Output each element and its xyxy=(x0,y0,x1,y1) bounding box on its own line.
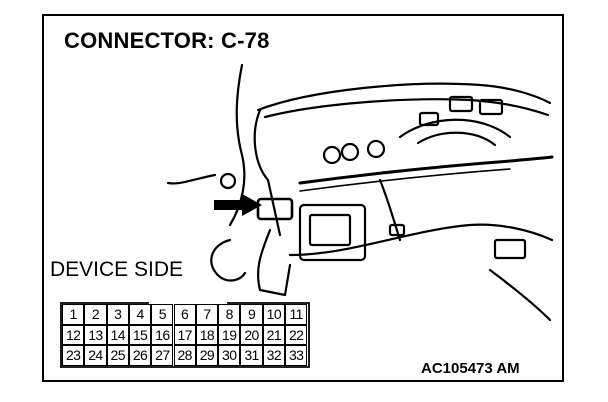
dash-lower-sweep xyxy=(288,223,554,257)
cluster-arc-2 xyxy=(416,131,497,147)
connector-pin: 17 xyxy=(173,324,196,345)
connector-pin: 3 xyxy=(106,304,129,325)
connector-pin: 18 xyxy=(195,324,219,345)
target-connector xyxy=(256,197,294,221)
dash-inner-contour xyxy=(263,98,550,119)
connector-pin: 26 xyxy=(128,345,152,366)
small-plug xyxy=(388,223,406,237)
harness-main xyxy=(298,155,554,185)
dash-left-edge xyxy=(253,108,282,237)
connector-pin: 30 xyxy=(218,345,241,366)
connector-pin: 28 xyxy=(173,345,196,366)
junction-block xyxy=(298,203,367,262)
switch-3 xyxy=(418,111,440,127)
connector-pin: 11 xyxy=(285,304,308,325)
switch-2 xyxy=(478,98,504,116)
connector-pin: 32 xyxy=(262,345,285,366)
knob-1 xyxy=(322,145,342,165)
junction-block-inner xyxy=(308,213,352,247)
locator-arrow-icon xyxy=(214,194,262,216)
connector-pin: 33 xyxy=(285,345,308,366)
connector-pin: 1 xyxy=(62,304,85,325)
connector-housing xyxy=(60,302,310,368)
connector-pin: 2 xyxy=(84,304,107,325)
figure-code: AC105473 AM xyxy=(421,360,520,377)
connector-pin: 20 xyxy=(240,324,263,345)
dash-top-contour xyxy=(256,82,552,112)
junction-lower xyxy=(256,228,292,297)
connector-pin: 14 xyxy=(106,324,129,345)
connector-pin: 5 xyxy=(151,304,174,325)
connector-pin: 21 xyxy=(262,324,285,345)
connector-pin: 22 xyxy=(285,324,308,345)
knob-3 xyxy=(366,139,386,159)
connector-pin: 15 xyxy=(128,324,152,345)
switch-1 xyxy=(448,95,474,113)
connector-pin: 12 xyxy=(62,324,85,345)
right-connector xyxy=(493,238,527,260)
device-side-label: DEVICE SIDE xyxy=(50,258,184,281)
dash-bottom-line xyxy=(488,268,552,322)
connector-title: CONNECTOR: C-78 xyxy=(64,28,270,53)
connector-pin: 8 xyxy=(218,304,241,325)
connector-pin: 29 xyxy=(195,345,219,366)
connector-pin: 9 xyxy=(240,304,263,325)
dashboard-illustration xyxy=(166,63,554,322)
connector-pin: 16 xyxy=(151,324,174,345)
connector-pin: 27 xyxy=(151,345,174,366)
left-grommet xyxy=(219,172,237,190)
connector-pin: 25 xyxy=(106,345,129,366)
connector-pin: 13 xyxy=(84,324,107,345)
connector-pin: 10 xyxy=(262,304,285,325)
connector-pin: 19 xyxy=(218,324,241,345)
cluster-arc-1 xyxy=(398,118,512,139)
bracket-left xyxy=(210,238,247,282)
knob-2 xyxy=(340,142,360,162)
connector-pin: 31 xyxy=(240,345,263,366)
connector-pin: 6 xyxy=(173,304,196,325)
left-cable-2 xyxy=(166,173,217,185)
connector-pin: 24 xyxy=(84,345,107,366)
connector-pin: 7 xyxy=(195,304,219,325)
harness-lower xyxy=(299,168,511,192)
connector-pin: 23 xyxy=(62,345,85,366)
connector-pin: 4 xyxy=(128,304,152,325)
